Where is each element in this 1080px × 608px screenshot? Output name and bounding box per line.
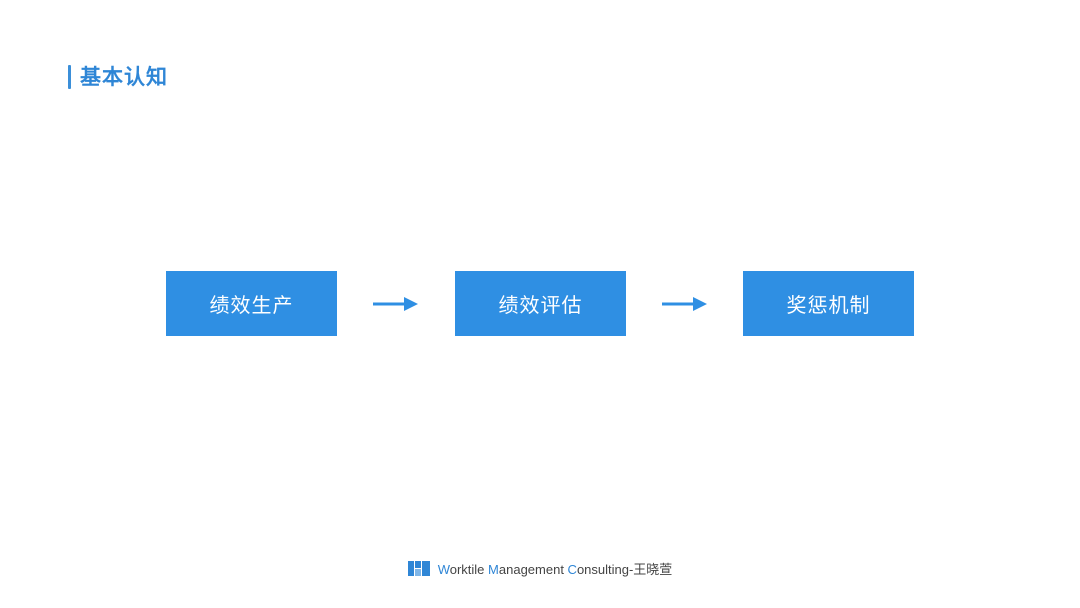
flow-step-label: 奖惩机制 bbox=[786, 293, 871, 317]
flow-step-1: 绩效生产 bbox=[166, 271, 337, 336]
footer-credit: Worktile Management Consulting-王晓萱 bbox=[0, 556, 1080, 580]
worktile-logo-icon bbox=[407, 560, 430, 576]
arrow-right-icon bbox=[373, 297, 418, 311]
flow-step-label: 绩效评估 bbox=[498, 293, 583, 317]
footer-c-letter: C bbox=[567, 561, 577, 577]
page-title: 基本认知 bbox=[80, 65, 168, 89]
footer-m-letter: M bbox=[488, 561, 499, 577]
flow-step-label: 绩效生产 bbox=[209, 293, 294, 317]
title-accent-bar bbox=[68, 65, 71, 89]
footer-m-rest: anagement bbox=[498, 561, 568, 577]
footer-text: Worktile Management Consulting-王晓萱 bbox=[438, 559, 673, 578]
arrow-right-icon bbox=[662, 297, 707, 311]
footer-w-letter: W bbox=[437, 561, 450, 577]
flow-step-3: 奖惩机制 bbox=[743, 271, 914, 336]
section-header: 基本认知 bbox=[68, 63, 168, 91]
flow-step-2: 绩效评估 bbox=[455, 271, 626, 336]
footer-c-rest: onsulting-王晓萱 bbox=[576, 561, 673, 577]
footer-w-rest: orktile bbox=[449, 561, 489, 577]
